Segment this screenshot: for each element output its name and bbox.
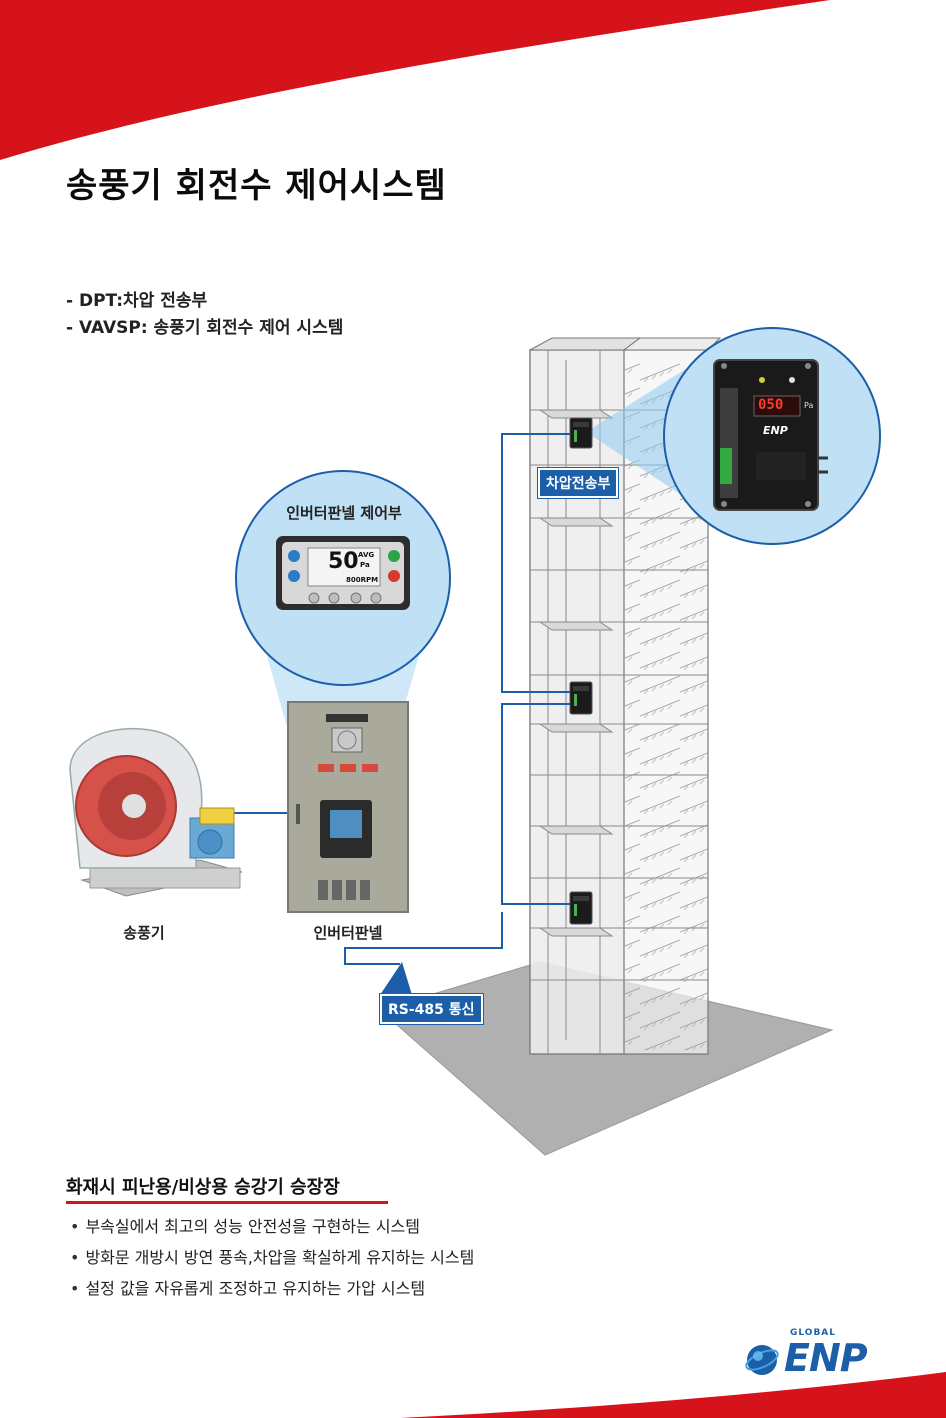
dpt-device-2 — [569, 681, 593, 715]
rs485-pointer — [380, 962, 412, 995]
logo-wordmark: ENP — [784, 1336, 868, 1380]
top-red-swoosh — [0, 0, 830, 160]
building-tower — [529, 337, 722, 1055]
enp-logo: GLOBAL ENP — [744, 1328, 894, 1388]
section-title: 화재시 피난용/비상용 승강기 승장장 — [66, 1177, 340, 1198]
list-item: 설정 값을 자유롭게 조정하고 유지하는 가압 시스템 — [70, 1278, 474, 1309]
blower-label: 송풍기 — [123, 924, 165, 942]
section-underline — [66, 1201, 388, 1204]
inverter-callout-circle — [235, 470, 451, 686]
dpt-device-logo: ENP — [763, 424, 788, 437]
inverter-display-value: 50 — [328, 549, 359, 574]
rs485-tag: RS-485 통신 — [380, 994, 483, 1024]
dpt-device-1 — [569, 417, 593, 449]
inverter-panel-illustration — [287, 701, 409, 913]
inverter-display-unit-avg: AVG — [358, 551, 375, 559]
dpt-device-closeup — [713, 359, 828, 511]
list-item: 방화문 개방시 방연 풍속,차압을 확실하게 유지하는 시스템 — [70, 1247, 474, 1278]
dpt-display-value: 050 — [758, 397, 784, 413]
dpt-callout-circle — [663, 327, 881, 545]
inverter-panel-label: 인버터판넬 — [313, 924, 383, 942]
logo-global-text: GLOBAL — [790, 1328, 837, 1338]
legend-vavsp: - VAVSP: 송풍기 회전수 제어 시스템 — [66, 318, 344, 338]
bottom-red-swoosh — [400, 1372, 946, 1418]
page-title: 송풍기 회전수 제어시스템 — [66, 166, 447, 206]
globe-icon — [745, 1345, 779, 1375]
inverter-display-rpm: 800RPM — [346, 576, 379, 584]
dpt-display-unit: Pa — [804, 401, 814, 410]
ground-plane — [378, 961, 834, 1156]
feature-list: 부속실에서 최고의 성능 안전성을 구현하는 시스템 방화문 개방시 방연 풍속… — [70, 1216, 474, 1309]
inverter-display-unit-pa: Pa — [360, 561, 370, 569]
inverter-control-label: 인버터판넬 제어부 — [286, 504, 402, 522]
legend-dpt: - DPT:차압 전송부 — [66, 291, 208, 311]
blower-illustration — [69, 727, 243, 897]
dpt-device-3 — [569, 891, 593, 925]
connection-lines — [230, 433, 570, 965]
list-item: 부속실에서 최고의 성능 안전성을 구현하는 시스템 — [70, 1216, 474, 1247]
dpt-tag: 차압전송부 — [538, 468, 619, 498]
